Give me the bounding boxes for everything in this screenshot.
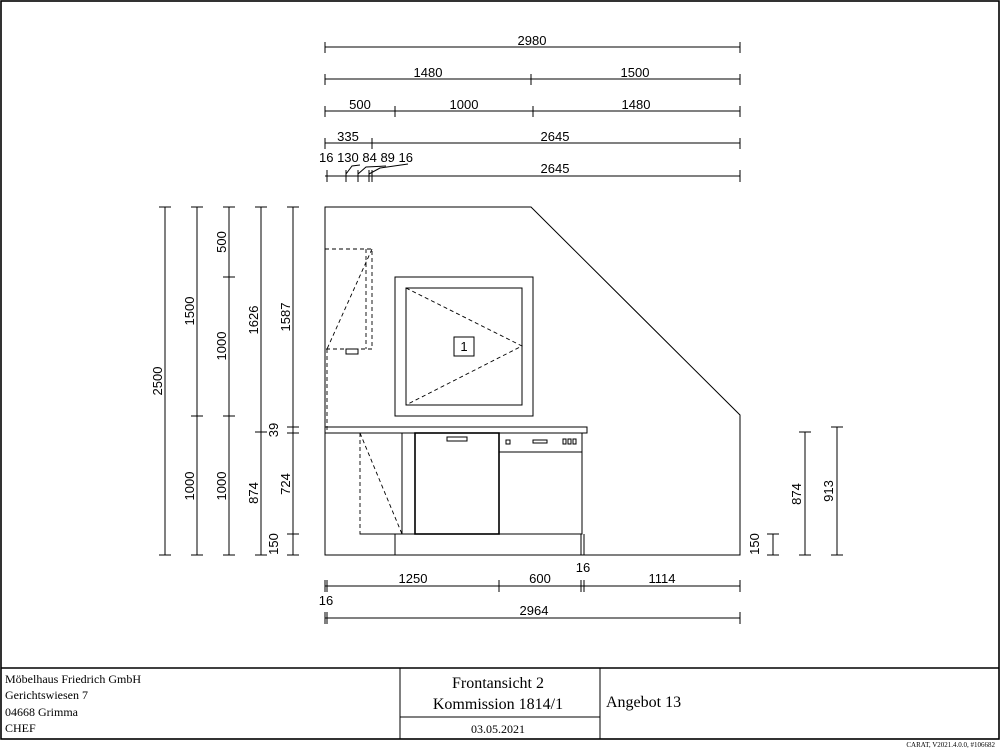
company-street: Gerichtswiesen 7 [5, 688, 88, 702]
dim-top-1480: 1480 [414, 65, 443, 80]
dim-left-150: 150 [266, 533, 281, 555]
dim-bottom-600: 600 [529, 571, 551, 586]
oven-front [498, 432, 583, 535]
dim-left-1000a: 1000 [182, 472, 197, 501]
wall-outline [324, 206, 741, 556]
base-cabinets [324, 426, 588, 555]
dim-left-39: 39 [266, 423, 281, 437]
dishwasher-front [414, 432, 500, 535]
dim-left-1500: 1500 [182, 297, 197, 326]
dim-top-1500: 1500 [621, 65, 650, 80]
drawing-date: 03.05.2021 [471, 722, 525, 736]
dim-top-500: 500 [349, 97, 371, 112]
dim-left-874: 874 [246, 482, 261, 504]
dim-top-1000: 1000 [450, 97, 479, 112]
dim-right-874: 874 [789, 483, 804, 505]
top-dimensions: 2980 1480 1500 500 1000 1480 335 2645 16… [319, 33, 741, 182]
item-label: 1 [460, 339, 467, 354]
wall-cabinet [325, 248, 373, 430]
item-marker [453, 336, 475, 357]
window: 1 [394, 276, 534, 417]
dim-bottom-1250: 1250 [399, 571, 428, 586]
dim-right-150: 150 [747, 533, 762, 555]
dim-bottom-16a: 16 [576, 560, 590, 575]
dim-top-2645b: 2645 [541, 161, 570, 176]
worktop [324, 426, 588, 434]
dim-right-913: 913 [821, 480, 836, 502]
right-dimensions: 150 874 913 [747, 426, 843, 556]
title-block: Möbelhaus Friedrich GmbH Gerichtswiesen … [1, 667, 999, 739]
bottom-dimensions: 1250 600 16 1114 16 2964 [319, 560, 741, 624]
company-name: Möbelhaus Friedrich GmbH [5, 672, 141, 686]
company-contact: CHEF [5, 721, 36, 735]
view-title: Frontansicht 2 [452, 675, 544, 692]
company-city: 04668 Grimma [5, 705, 79, 719]
dim-left-1587: 1587 [278, 303, 293, 332]
dim-top-2645a: 2645 [541, 129, 570, 144]
left-dimensions: 2500 1500 1000 500 1000 1000 1626 874 15… [150, 206, 299, 556]
dim-left-2500: 2500 [150, 367, 165, 396]
dim-bottom-2964: 2964 [520, 603, 549, 618]
dim-top-1480b: 1480 [622, 97, 651, 112]
dim-bottom-1114: 1114 [649, 571, 676, 586]
dim-top-total: 2980 [518, 33, 547, 48]
dim-top-small-segments: 16 130 84 89 16 [319, 150, 413, 165]
offer-number: Angebot 13 [606, 694, 681, 711]
dim-left-1000b: 1000 [214, 332, 229, 361]
dim-bottom-16b: 16 [319, 593, 333, 608]
dim-left-500: 500 [214, 231, 229, 253]
dim-top-335: 335 [337, 129, 359, 144]
software-version: CARAT, V2021.4.0.0, #106682 [906, 741, 995, 749]
dim-left-1626: 1626 [246, 306, 261, 335]
dim-left-724: 724 [278, 473, 293, 495]
dim-left-1000c: 1000 [214, 472, 229, 501]
commission-number: Kommission 1814/1 [433, 696, 563, 713]
